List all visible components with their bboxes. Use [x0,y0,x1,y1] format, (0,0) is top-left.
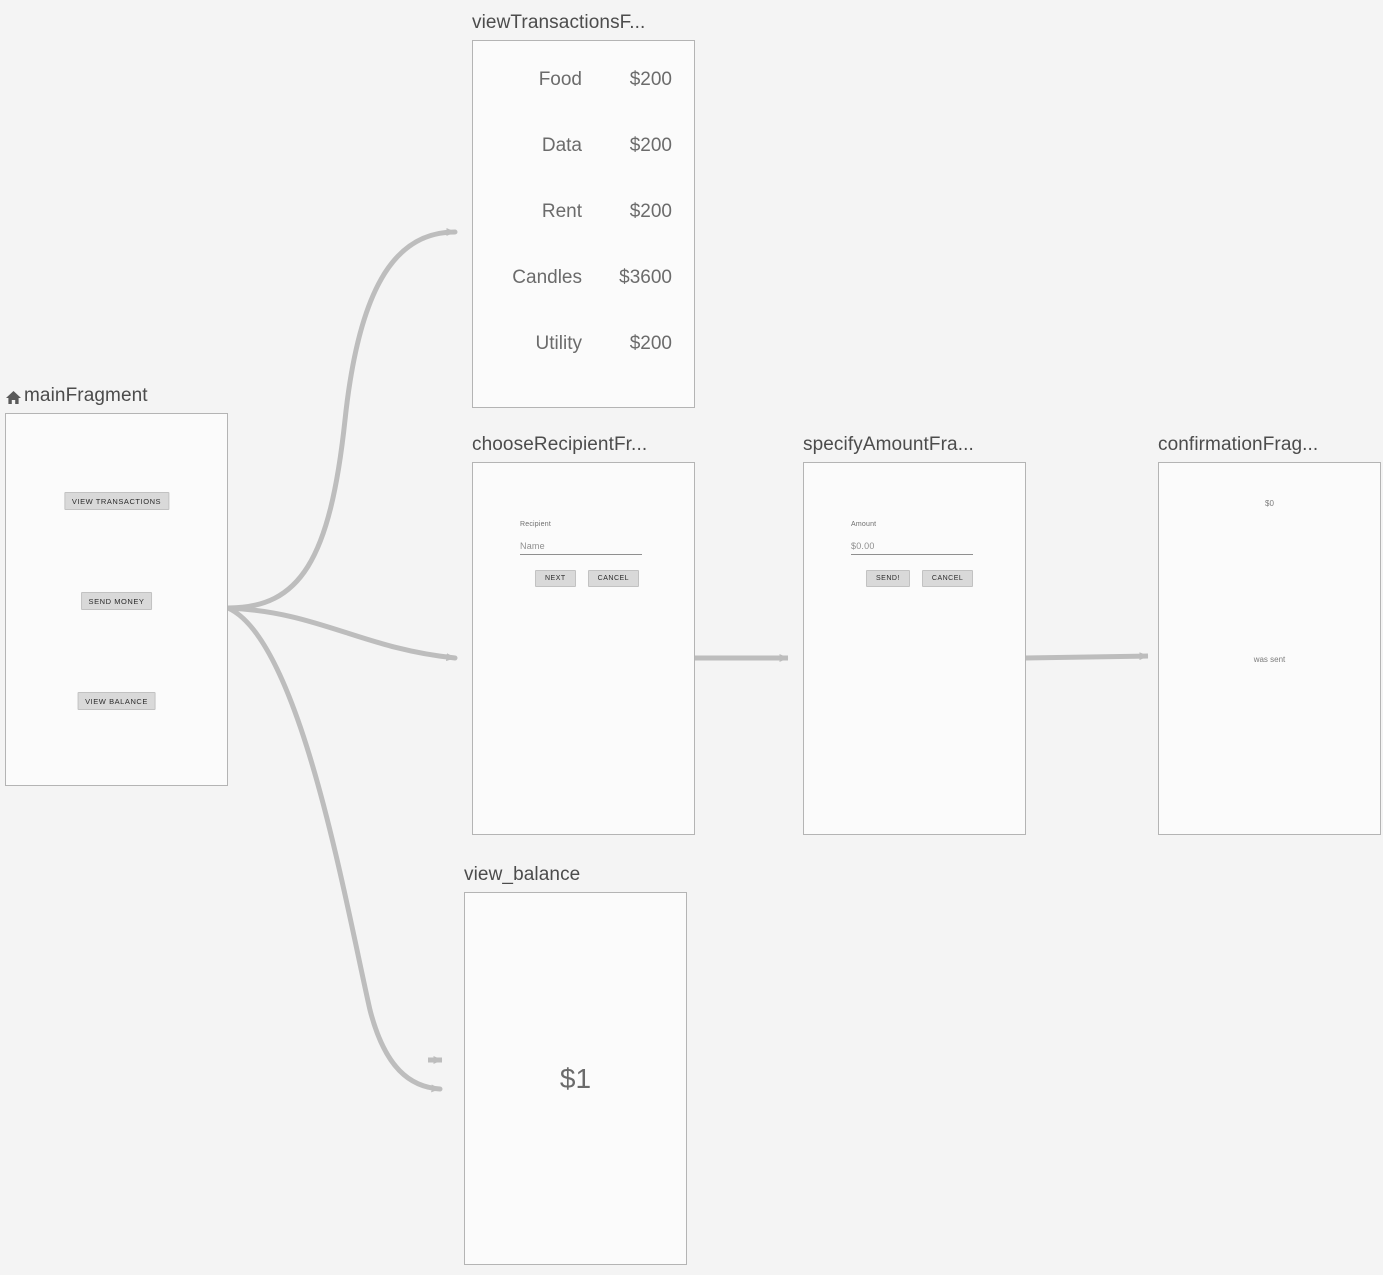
node-frame-main-fragment[interactable]: VIEW TRANSACTIONS SEND MONEY VIEW BALANC… [5,413,228,786]
send-button[interactable]: SEND! [866,570,910,587]
node-frame-confirmation[interactable]: $0 was sent [1158,462,1381,835]
transaction-row: Utility $200 [473,333,694,399]
transaction-name: Candles [512,267,582,288]
transaction-row: Rent $200 [473,201,694,267]
node-confirmation[interactable]: confirmationFrag... $0 was sent [1158,434,1381,835]
balance-amount: $1 [559,1063,592,1094]
node-title-view-transactions: viewTransactionsF... [472,12,646,33]
recipient-form-actions: NEXT CANCEL [520,570,680,587]
transaction-name: Rent [541,201,582,222]
node-title-choose-recipient: chooseRecipientFr... [472,434,648,455]
node-view-balance[interactable]: view_balance $1 [464,864,687,1265]
node-title-view-balance: view_balance [464,864,581,885]
amount-input[interactable]: $0.00 [851,541,973,555]
transaction-row: Candles $3600 [473,267,694,333]
main-fragment-preview: VIEW TRANSACTIONS SEND MONEY VIEW BALANC… [6,414,227,785]
recipient-name-input[interactable]: Name [520,541,642,555]
transaction-amount: $3600 [619,267,672,288]
node-title-text: mainFragment [24,385,148,406]
edge-main-to-choose-recipient [225,605,458,662]
recipient-label: Recipient [520,521,551,528]
cancel-button[interactable]: CANCEL [921,570,974,587]
recipient-form: Recipient Name NEXT CANCEL [520,521,680,587]
node-view-transactions[interactable]: viewTransactionsF... Food $200 Data $200… [472,12,695,408]
transaction-amount: $200 [629,69,672,90]
confirmation-message: was sent [1253,655,1286,664]
next-button[interactable]: NEXT [535,570,576,587]
node-frame-view-transactions[interactable]: Food $200 Data $200 Rent $200 Candles $3… [472,40,695,408]
confirmation-amount: $0 [1265,499,1274,508]
transaction-amount: $200 [629,201,672,222]
cancel-button[interactable]: CANCEL [587,570,640,587]
node-frame-view-balance[interactable]: $1 [464,892,687,1265]
transaction-name: Data [541,135,582,156]
amount-label: Amount [851,521,877,528]
node-title-main-fragment: mainFragment [5,385,228,407]
transaction-name: Food [538,69,582,90]
edge-specify-amount-to-confirmation [1024,652,1149,661]
amount-form-actions: SEND! CANCEL [851,570,1011,587]
node-frame-choose-recipient[interactable]: Recipient Name NEXT CANCEL [472,462,695,835]
node-choose-recipient[interactable]: chooseRecipientFr... Recipient Name NEXT… [472,434,695,835]
view-transactions-button[interactable]: VIEW TRANSACTIONS [63,492,170,510]
node-specify-amount[interactable]: specifyAmountFra... Amount $0.00 SEND! C… [803,434,1026,835]
edge-main-to-view-transactions [225,228,458,611]
send-money-button[interactable]: SEND MONEY [80,592,153,610]
view-balance-button[interactable]: VIEW BALANCE [77,692,156,710]
transaction-name: Utility [535,333,582,354]
node-frame-specify-amount[interactable]: Amount $0.00 SEND! CANCEL [803,462,1026,835]
transactions-list: Food $200 Data $200 Rent $200 Candles $3… [473,69,694,399]
transaction-row: Food $200 [473,69,694,135]
transaction-row: Data $200 [473,135,694,201]
home-icon [5,389,22,406]
edge-main-to-view-balance [225,605,443,1093]
transaction-amount: $200 [629,135,672,156]
node-title-specify-amount: specifyAmountFra... [803,434,974,455]
amount-form: Amount $0.00 SEND! CANCEL [851,521,1011,587]
node-title-confirmation: confirmationFrag... [1158,434,1319,455]
transaction-amount: $200 [629,333,672,354]
node-main-fragment[interactable]: mainFragment VIEW TRANSACTIONS SEND MONE… [5,385,228,786]
